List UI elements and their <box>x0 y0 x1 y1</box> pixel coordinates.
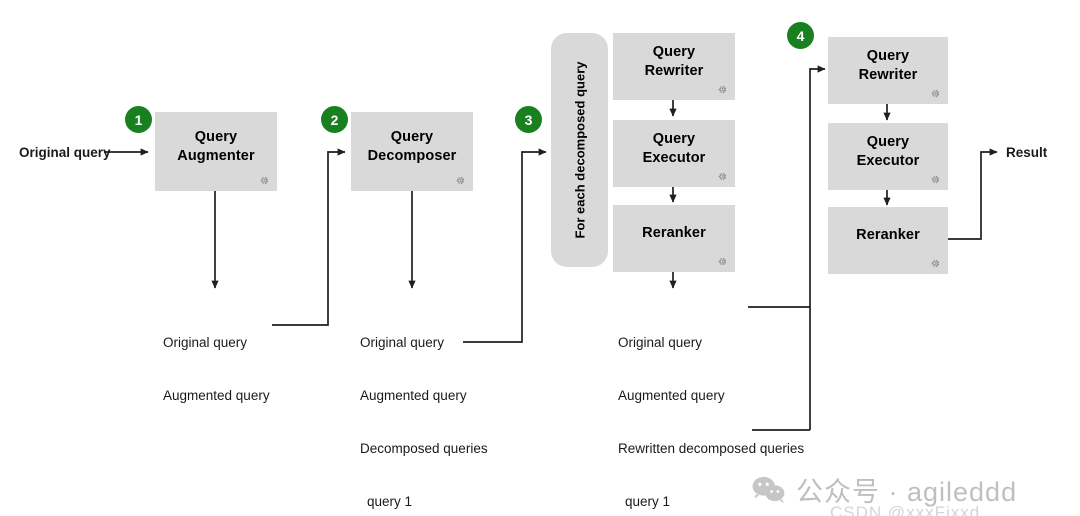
output-label: Result <box>1006 145 1048 160</box>
gear-icon <box>928 173 941 186</box>
wire-state1-to-decomposer <box>272 148 346 326</box>
watermark-text: 公众号 · agileddd <box>796 477 1018 507</box>
gear-icon <box>715 83 728 96</box>
step-badge-1: 1 <box>125 106 152 133</box>
input-label: Original query <box>19 145 111 160</box>
state-subline: query 1 <box>367 493 413 509</box>
node-right-query-rewriter[interactable]: Query Rewriter <box>828 37 948 104</box>
state-line: Original query <box>163 335 248 351</box>
state-line: Augmented query <box>360 387 467 403</box>
watermark: 公众号 · agileddd <box>752 470 1017 509</box>
node-right-reranker-label: Reranker <box>856 227 920 244</box>
state-list-after-decomposer: Original query Augmented query Decompose… <box>360 299 488 516</box>
node-right-query-rewriter-label: Query Rewriter <box>858 48 918 83</box>
state-line: Augmented query <box>618 387 725 403</box>
state-line: Augmented query <box>163 387 270 403</box>
step-badge-3: 3 <box>515 106 542 133</box>
state-line: Decomposed queries <box>360 440 488 456</box>
step-badge-2: 2 <box>321 106 348 133</box>
gear-icon <box>257 174 270 187</box>
gear-icon <box>928 257 941 270</box>
gear-icon <box>453 174 466 187</box>
state-line: Original query <box>618 335 703 351</box>
state-subline: query 1 <box>625 493 671 509</box>
state-list-after-loop: Original query Augmented query Rewritten… <box>618 299 804 516</box>
wire-state3-to-right-rewriter <box>748 65 826 308</box>
node-query-decomposer-label: Query Decomposer <box>367 129 457 164</box>
node-query-decomposer[interactable]: Query Decomposer <box>351 112 473 191</box>
node-mid-query-executor-label: Query Executor <box>642 131 706 166</box>
wire-right-reranker-to-result <box>948 148 998 240</box>
wechat-icon <box>752 475 786 505</box>
node-mid-query-rewriter-label: Query Rewriter <box>644 44 704 79</box>
node-right-query-executor[interactable]: Query Executor <box>828 123 948 190</box>
node-mid-reranker-label: Reranker <box>642 225 706 242</box>
step-badge-4: 4 <box>787 22 814 49</box>
gear-icon <box>928 87 941 100</box>
state-line: Original query <box>360 335 445 351</box>
node-query-augmenter[interactable]: Query Augmenter <box>155 112 277 191</box>
node-query-augmenter-label: Query Augmenter <box>177 129 255 164</box>
state-list-after-augmenter: Original query Augmented query <box>163 299 270 440</box>
node-right-reranker[interactable]: Reranker <box>828 207 948 274</box>
loop-panel-for-each-decomposed-query: For each decomposed query <box>551 33 608 267</box>
gear-icon <box>715 255 728 268</box>
node-mid-query-rewriter[interactable]: Query Rewriter <box>613 33 735 100</box>
node-right-query-executor-label: Query Executor <box>856 134 920 169</box>
node-mid-query-executor[interactable]: Query Executor <box>613 120 735 187</box>
watermark-sub: CSDN @xxxFixxd <box>830 503 981 516</box>
loop-panel-label: For each decomposed query <box>572 61 587 239</box>
gear-icon <box>715 170 728 183</box>
node-mid-reranker[interactable]: Reranker <box>613 205 735 272</box>
state-line: Rewritten decomposed queries <box>618 440 805 456</box>
